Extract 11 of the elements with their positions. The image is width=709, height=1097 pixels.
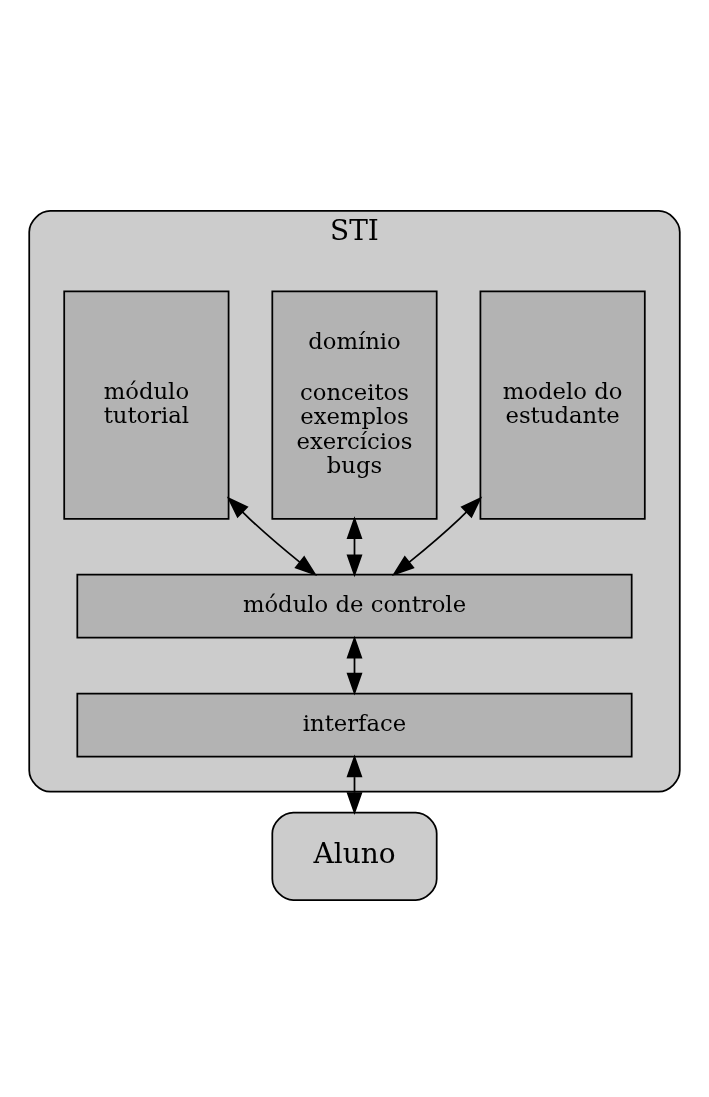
node-box: módulo tutorial: [63, 290, 230, 520]
arrow: [226, 496, 318, 577]
arrow: [391, 496, 483, 577]
node-box: modelo do estudante: [479, 290, 646, 520]
arrow: [346, 516, 363, 578]
arrow: [346, 635, 363, 696]
arrow: [346, 754, 363, 816]
node-box: interface: [76, 692, 633, 758]
node-box: domínio conceitos exemplos exercícios bugs: [271, 290, 438, 520]
node-box: módulo de controle: [76, 573, 633, 639]
node-box: Aluno: [271, 811, 438, 901]
